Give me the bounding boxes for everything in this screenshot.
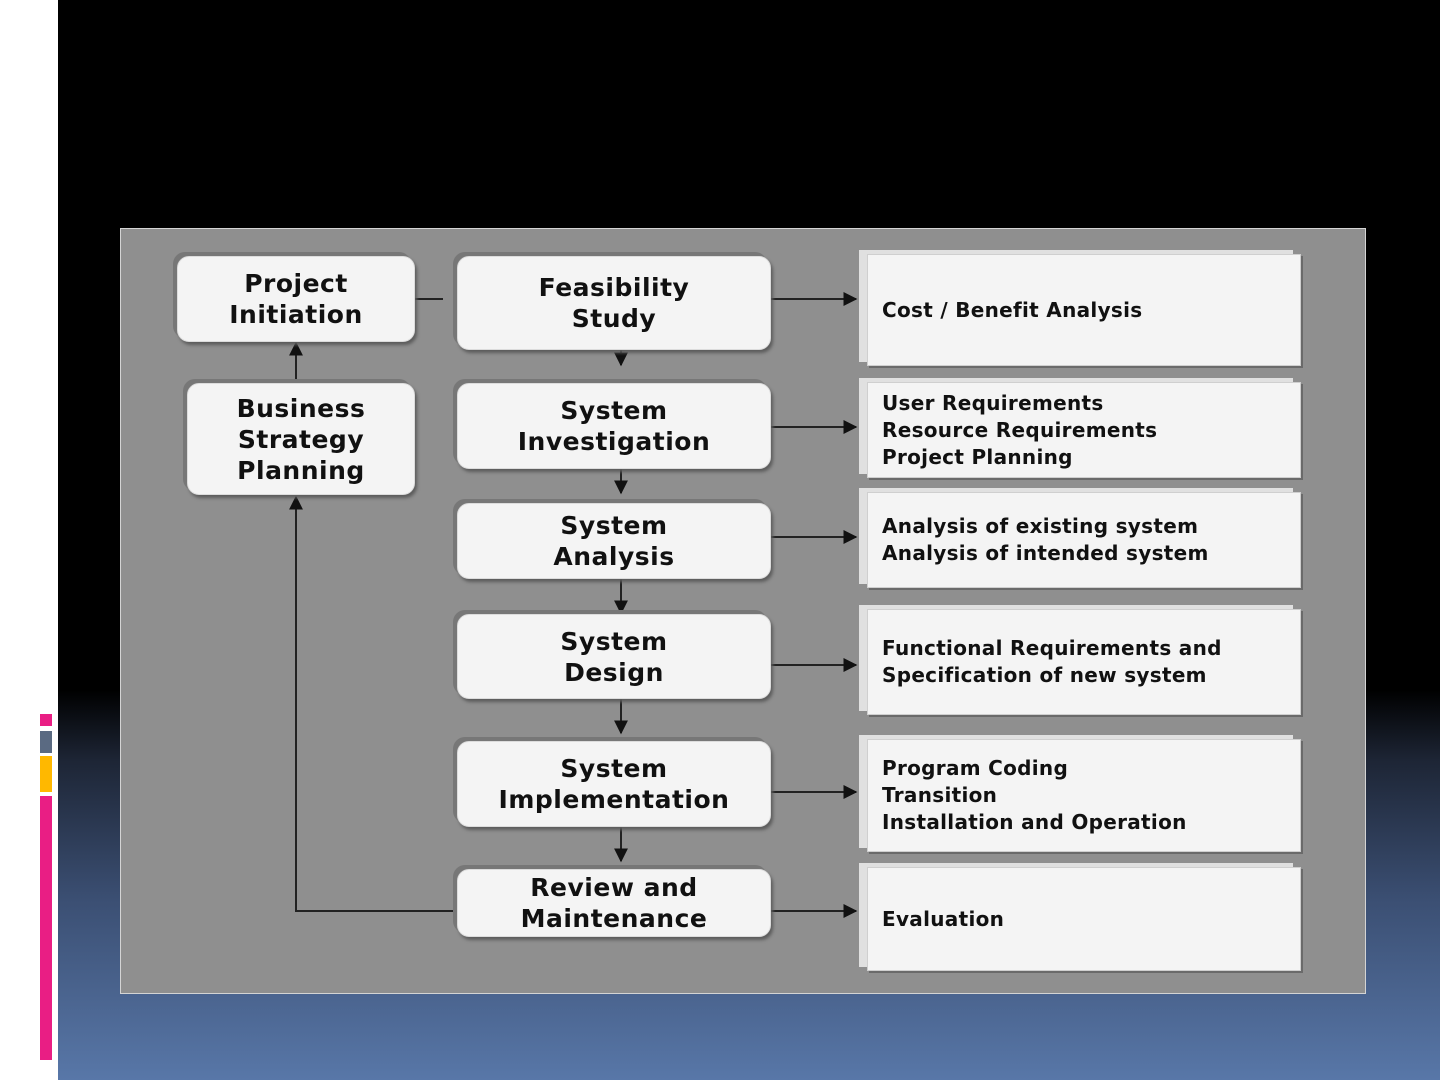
stage-system-analysis: System Analysis	[457, 503, 771, 579]
sdlc-diagram: Project Initiation Business Strategy Pla…	[120, 228, 1366, 994]
arrow-review-to-business	[289, 495, 459, 912]
diagram-connectors	[289, 292, 858, 918]
stage-business-strategy-planning: Business Strategy Planning	[187, 383, 415, 495]
accent-bar-pink-long	[40, 796, 52, 1060]
accent-bar-yellow	[40, 756, 52, 792]
output-system-investigation: User Requirements Resource Requirements …	[867, 382, 1301, 478]
stage-system-design: System Design	[457, 614, 771, 699]
output-feasibility-study: Cost / Benefit Analysis	[867, 254, 1301, 366]
stage-project-initiation: Project Initiation	[177, 256, 415, 342]
output-system-analysis: Analysis of existing system Analysis of …	[867, 492, 1301, 588]
corner-bars-decoration	[34, 106, 58, 166]
stage-feasibility-study: Feasibility Study	[457, 256, 771, 350]
output-system-implementation: Program Coding Transition Installation a…	[867, 739, 1301, 852]
stage-system-implementation: System Implementation	[457, 741, 771, 827]
output-system-design: Functional Requirements and Specificatio…	[867, 609, 1301, 715]
stage-review-and-maintenance: Review and Maintenance	[457, 869, 771, 937]
output-review-and-maintenance: Evaluation	[867, 867, 1301, 971]
accent-bar-gray	[40, 731, 52, 753]
stage-system-investigation: System Investigation	[457, 383, 771, 469]
accent-bar-pink-small	[40, 714, 52, 726]
